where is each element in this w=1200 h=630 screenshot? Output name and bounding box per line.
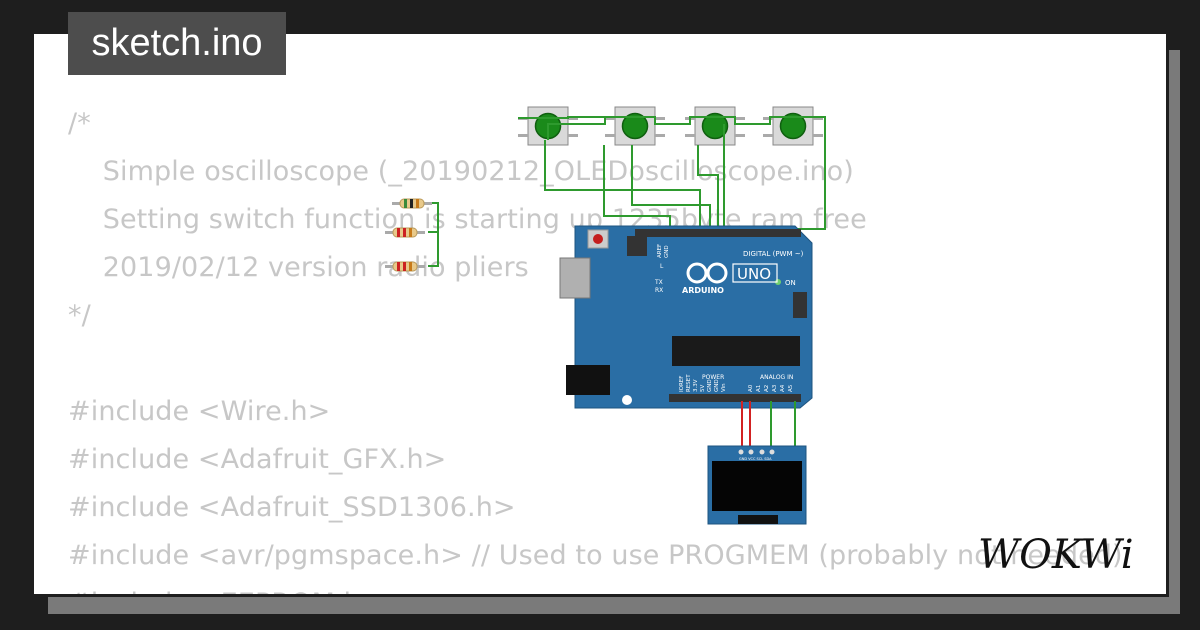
uno-badge <box>732 263 778 283</box>
analog-header <box>669 394 801 402</box>
push-button[interactable] <box>685 106 745 146</box>
arduino-logo-icon <box>686 262 728 284</box>
analog-label: ANALOG IN <box>760 374 793 381</box>
resistor-wire <box>428 202 439 267</box>
power-pin-label: Vin <box>721 383 727 392</box>
power-label: POWER <box>702 374 724 381</box>
power-pin-label: 3.3V <box>693 379 699 392</box>
oled-wires <box>741 401 796 452</box>
button-wires <box>518 116 826 230</box>
analog-pin-label: A5 <box>788 384 794 392</box>
tx-label: TX <box>654 279 663 286</box>
code-line: */ <box>68 300 91 331</box>
l-label: L <box>660 263 664 270</box>
analog-pin-label: A2 <box>764 385 770 392</box>
resistor <box>385 227 425 238</box>
code-preview: /* Simple oscilloscope (_20190212_OLEDos… <box>68 100 1123 594</box>
code-line: /* <box>68 108 91 139</box>
analog-pin-label: A4 <box>780 384 786 392</box>
file-tab[interactable]: sketch.ino <box>68 12 286 75</box>
gnd-label: GND <box>664 245 670 258</box>
power-pin-label: 5V <box>700 385 706 392</box>
code-line: 2019/02/12 version radio pliers <box>68 252 529 283</box>
resistor <box>385 261 425 272</box>
wokwi-logo: WOKWi <box>978 532 1134 578</box>
usb-connector <box>559 257 591 299</box>
push-button[interactable] <box>605 106 665 146</box>
oled-pin-label: GND VCC SCL SDA <box>739 457 772 461</box>
analog-pin-label: A0 <box>748 384 754 392</box>
model-label: UNO <box>737 265 771 283</box>
rx-label: RX <box>655 287 663 294</box>
code-line: #include <Adafruit_SSD1306.h> <box>68 492 516 523</box>
power-pin-label: GND <box>707 379 713 392</box>
arduino-uno-board[interactable]: DIGITAL (PWM ~) UNO ARDUINO ON L TX RX P… <box>559 225 813 409</box>
on-label: ON <box>785 279 796 287</box>
code-line: #include <avr/pgmspace.h> // Used to use… <box>68 540 1123 571</box>
icsp-header <box>793 292 807 318</box>
power-jack <box>566 365 610 395</box>
code-line: #include <Adafruit_GFX.h> <box>68 444 447 475</box>
code-line: Setting switch function is starting up 1… <box>68 204 867 235</box>
resistor <box>392 198 432 209</box>
analog-pin-label: A1 <box>756 385 762 392</box>
brand-label: ARDUINO <box>682 286 724 295</box>
digital-label: DIGITAL (PWM ~) <box>743 250 804 258</box>
push-button[interactable] <box>763 106 823 146</box>
microcontroller-chip <box>672 336 800 366</box>
power-pin-label: RESET <box>686 374 692 392</box>
power-pin-label: IOREF <box>679 376 685 392</box>
icsp-header <box>627 236 647 256</box>
code-line: #include <EEPROM.h> <box>68 580 1123 594</box>
aref-label: AREF <box>657 244 663 258</box>
power-pin-label: GND <box>714 379 720 392</box>
oled-display[interactable]: GND VCC SCL SDA <box>707 445 807 525</box>
wokwi-logo-text: WOKWi <box>978 532 1134 578</box>
digital-header <box>635 229 801 237</box>
analog-pin-label: A3 <box>772 384 778 392</box>
code-line: Simple oscilloscope (_20190212_OLEDoscil… <box>68 156 854 187</box>
code-line: #include <Wire.h> <box>68 396 331 427</box>
